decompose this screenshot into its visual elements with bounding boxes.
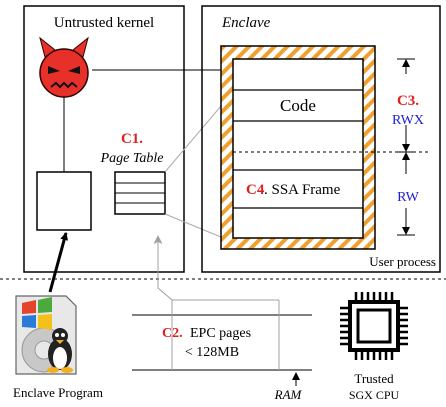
- code-label: Code: [280, 96, 316, 115]
- untrusted-kernel-box: Untrusted kernel: [23, 5, 185, 273]
- c2-tag: C2.: [162, 326, 183, 341]
- page-table: [114, 171, 166, 215]
- rw-label: RW: [397, 190, 420, 205]
- cpu-label-line1: Trusted: [354, 371, 394, 386]
- load-arrow: [48, 232, 69, 293]
- epc-pages-label: EPC pages: [190, 326, 251, 341]
- rw-range-marker: [397, 152, 415, 236]
- ssa-frame-label: . SSA Frame: [264, 182, 341, 198]
- windows-icon: [22, 297, 52, 330]
- page-table-label: Page Table: [100, 151, 164, 166]
- c4-tag: C4: [246, 182, 265, 198]
- loader-box: [36, 171, 92, 231]
- enclave-program-label: Enclave Program: [13, 385, 103, 400]
- ram-region: [132, 235, 312, 371]
- ram-label: RAM: [274, 387, 303, 402]
- user-process-box: Enclave User process: [201, 5, 441, 273]
- kernel-title: Untrusted kernel: [54, 15, 154, 31]
- cpu-chip-icon: [340, 292, 408, 360]
- linux-penguin-icon: [47, 328, 73, 373]
- c1-tag: C1.: [121, 131, 143, 147]
- enclave-memory-region: [220, 45, 376, 250]
- devil-icon: [39, 36, 89, 98]
- enclave-title: Enclave: [221, 15, 271, 31]
- c3-tag: C3.: [397, 93, 419, 109]
- epc-size-label: < 128MB: [185, 345, 239, 360]
- rwx-label: RWX: [392, 113, 424, 128]
- cpu-label-line2: SGX CPU: [349, 388, 400, 402]
- user-process-label: User process: [369, 254, 436, 269]
